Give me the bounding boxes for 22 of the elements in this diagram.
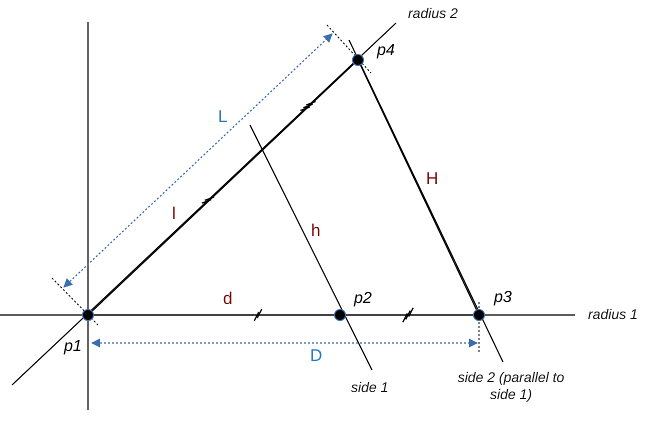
point-label: p1 (64, 338, 82, 355)
point-label: p3 (494, 289, 512, 306)
point-label: p2 (354, 290, 372, 307)
point-marker (473, 309, 485, 321)
segment-line (346, 314, 473, 316)
line-label: side 2 (parallel to side 1) (456, 369, 566, 403)
line-label: radius 1 (588, 306, 638, 323)
dimension-label: L (218, 108, 228, 125)
segment-label: h (311, 222, 320, 239)
segment-line (94, 314, 334, 316)
segment-line (360, 65, 477, 310)
edge-label: H (425, 170, 440, 187)
edge-label: d (222, 290, 234, 307)
point-marker (352, 54, 364, 66)
segment-label: l (172, 205, 176, 222)
dimension-label: D (310, 347, 322, 364)
line-label: side 1 (351, 379, 388, 396)
line-label: radius 2 (408, 5, 458, 22)
point-marker (334, 309, 346, 321)
point-marker (82, 309, 94, 321)
segment-line (92, 64, 354, 312)
point-label: p4 (377, 42, 395, 59)
